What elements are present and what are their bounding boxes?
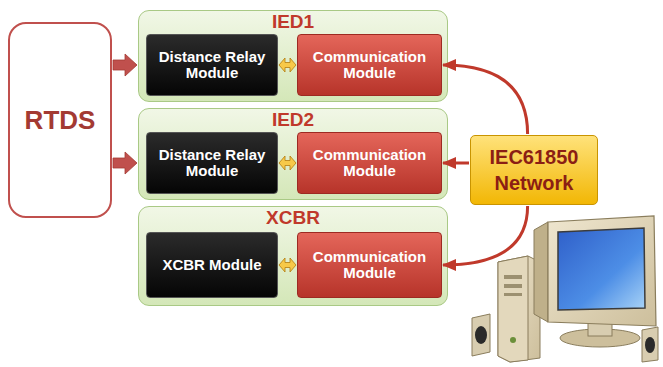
box-label: IEC61850 Network — [477, 144, 591, 196]
signal-arrow — [113, 152, 137, 174]
box-label: Communication Module — [304, 147, 435, 180]
panel-title: IED2 — [138, 110, 448, 131]
ied-panel: IED1Distance Relay Module Communication M… — [138, 10, 448, 102]
text-holder: Communication Module — [304, 249, 435, 282]
link-arrow — [279, 156, 296, 170]
text-holder: Communication Module — [304, 147, 435, 180]
box-label: Communication Module — [304, 49, 435, 82]
text-holder: IED1 — [138, 12, 448, 33]
text-holder: Distance Relay Module — [153, 49, 271, 82]
panel-title: IED1 — [138, 12, 448, 33]
text-holder: IED2 — [138, 110, 448, 131]
network-link — [443, 162, 469, 165]
box-label: XCBR Module — [162, 257, 261, 274]
text-holder: Distance Relay Module — [153, 147, 271, 180]
breaker-module: XCBR Module — [146, 232, 278, 298]
signal-arrow — [113, 54, 137, 76]
text-holder: XCBR Module — [162, 257, 261, 274]
relay-module: Distance Relay Module — [146, 34, 278, 96]
comm-module: Communication Module — [297, 132, 442, 194]
link-arrow — [279, 58, 296, 72]
box-label: Communication Module — [304, 249, 435, 282]
comm-module: Communication Module — [297, 232, 442, 298]
breaker-panel: XCBR XCBR Module Communication Module — [138, 206, 448, 306]
network-link — [443, 206, 528, 265]
network-link — [443, 65, 528, 134]
comm-module: Communication Module — [297, 34, 442, 96]
network-box: IEC61850 Network — [470, 135, 598, 205]
text-holder: XCBR — [138, 208, 448, 229]
box-label: RTDS — [25, 105, 96, 136]
rtds-box: RTDS — [8, 22, 112, 218]
box-label: Distance Relay Module — [153, 147, 271, 180]
panel-title: XCBR — [138, 208, 448, 229]
box-label: Distance Relay Module — [153, 49, 271, 82]
text-holder: IEC61850 Network — [477, 144, 591, 196]
relay-module: Distance Relay Module — [146, 132, 278, 194]
text-holder: Communication Module — [304, 49, 435, 82]
text-holder: RTDS — [25, 105, 96, 136]
ied-panel: IED2Distance Relay Module Communication M… — [138, 108, 448, 200]
link-arrow — [279, 258, 296, 272]
